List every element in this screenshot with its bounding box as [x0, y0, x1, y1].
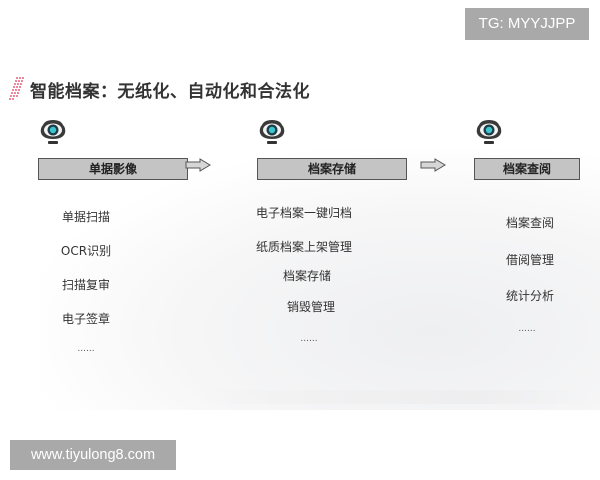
- background-swoosh: [40, 150, 600, 410]
- stage-label-box: 单据影像: [38, 158, 188, 180]
- list-item-ellipsis: ......: [518, 324, 536, 334]
- list-item-ellipsis: ......: [300, 334, 318, 344]
- stage-archive-query: 档案查阅: [474, 118, 580, 180]
- list-item: 档案存储: [282, 269, 332, 283]
- camera-icon: [259, 120, 285, 144]
- dotted-stripe-icon: [9, 77, 24, 100]
- watermark-website: www.tiyulong8.com: [10, 440, 176, 470]
- stage-label-box: 档案查阅: [474, 158, 580, 180]
- list-item: 档案查阅: [505, 216, 555, 230]
- list-item: 统计分析: [505, 289, 555, 303]
- list-item-ellipsis: ......: [77, 344, 95, 354]
- list-item: OCR识别: [60, 244, 112, 258]
- watermark-telegram: TG: MYYJJPP: [465, 8, 589, 40]
- camera-icon: [476, 120, 502, 144]
- camera-icon: [40, 120, 66, 144]
- list-item: 销毁管理: [286, 300, 336, 314]
- stage-label-box: 档案存储: [257, 158, 407, 180]
- list-item: 借阅管理: [505, 253, 555, 267]
- arrow-right-icon: [185, 158, 211, 172]
- list-item: 扫描复审: [61, 278, 111, 292]
- stage-archive-storage: 档案存储: [257, 118, 407, 180]
- header: 智能档案：无纸化、自动化和合法化: [8, 76, 310, 102]
- arrow-right-icon: [420, 158, 446, 172]
- list-item: 电子签章: [61, 312, 111, 326]
- background-swoosh-edge: [200, 390, 590, 404]
- stage-image-capture: 单据影像: [38, 118, 188, 180]
- list-item: 纸质档案上架管理: [255, 240, 353, 254]
- list-item: 电子档案一键归档: [255, 206, 353, 220]
- page-title: 智能档案：无纸化、自动化和合法化: [30, 81, 310, 102]
- list-item: 单据扫描: [61, 210, 111, 224]
